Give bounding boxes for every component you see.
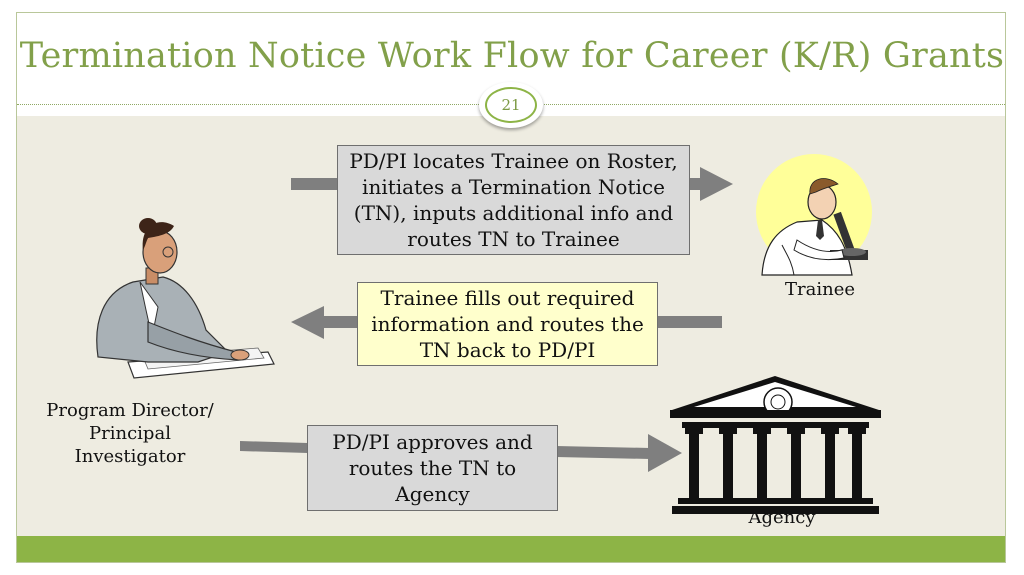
- slide-title: Termination Notice Work Flow for Career …: [19, 36, 1005, 76]
- slide-frame: [16, 12, 1006, 563]
- agency-label: Agency: [748, 508, 816, 528]
- agency-building-icon: [670, 376, 881, 514]
- arrow-to-agency: [240, 434, 682, 472]
- trainee-illustration: [756, 154, 872, 276]
- step1-box: PD/PI locates Trainee on Roster, initiat…: [337, 145, 690, 255]
- step3-box: PD/PI approves and routes the TN to Agen…: [307, 425, 558, 511]
- pdpi-label: Program Director/ Principal Investigator: [46, 400, 214, 467]
- page-number: 21: [485, 87, 537, 123]
- page-number-badge: 21: [479, 82, 543, 128]
- program-director-illustration: [96, 218, 275, 379]
- footer-bar: [17, 536, 1005, 562]
- trainee-label: Trainee: [785, 279, 855, 300]
- step2-box: Trainee fills out required information a…: [357, 282, 658, 366]
- arrow-to-trainee: [291, 167, 733, 201]
- arrow-to-pdpi: [291, 306, 722, 339]
